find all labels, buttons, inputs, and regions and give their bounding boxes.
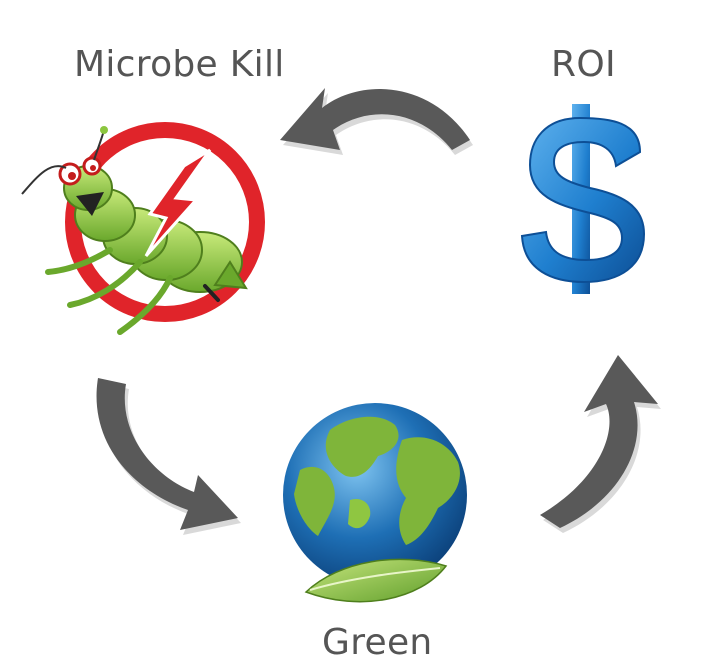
no-bug-icon — [21, 122, 265, 335]
continents — [294, 416, 460, 545]
label-microbe-kill: Microbe Kill — [74, 44, 285, 85]
arrow-microbe-kill-to-green — [96, 378, 241, 535]
label-roi: ROI — [551, 44, 616, 85]
label-green: Green — [322, 622, 433, 663]
earth-globe-leaf-icon — [283, 403, 467, 603]
bug-body — [21, 126, 248, 335]
arrow-green-to-roi — [540, 355, 661, 533]
arrow-roi-to-microbe-kill — [280, 88, 473, 155]
dollar-sign-icon — [520, 104, 646, 294]
